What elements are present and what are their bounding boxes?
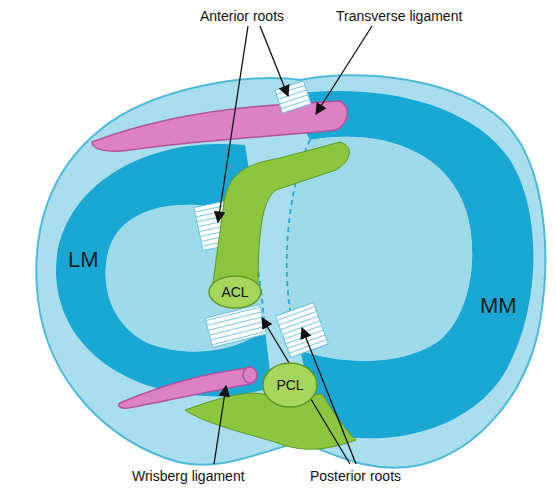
node-text-wrap: ACL bbox=[208, 275, 262, 309]
medial-anterior-root bbox=[275, 81, 311, 113]
transverse-ligament bbox=[92, 101, 347, 151]
meniscus-label: LM bbox=[68, 248, 99, 272]
meniscus-label: MM bbox=[480, 294, 517, 318]
ligament-name: ACL bbox=[221, 284, 248, 300]
wrisberg-ligament bbox=[119, 368, 257, 408]
ligament-name: PCL bbox=[276, 377, 303, 393]
part-label: Transverse ligament bbox=[336, 8, 462, 24]
leader-lines bbox=[214, 26, 372, 464]
tibial-plateau bbox=[36, 75, 545, 468]
lateral-posterior-root bbox=[205, 305, 267, 348]
medial-posterior-root bbox=[276, 302, 329, 357]
acl-body bbox=[212, 142, 349, 290]
ligament-ellipse: PCL bbox=[262, 362, 318, 408]
part-label: Posterior roots bbox=[310, 468, 401, 484]
node-text-wrap: PCL bbox=[262, 362, 318, 408]
ligament-ellipse: ACL bbox=[208, 275, 262, 309]
wrisberg-end bbox=[243, 367, 257, 383]
part-label: Anterior roots bbox=[200, 8, 284, 24]
part-label: Wrisberg ligament bbox=[132, 468, 245, 484]
pcl-body bbox=[185, 393, 356, 449]
medial-meniscus bbox=[285, 91, 533, 438]
